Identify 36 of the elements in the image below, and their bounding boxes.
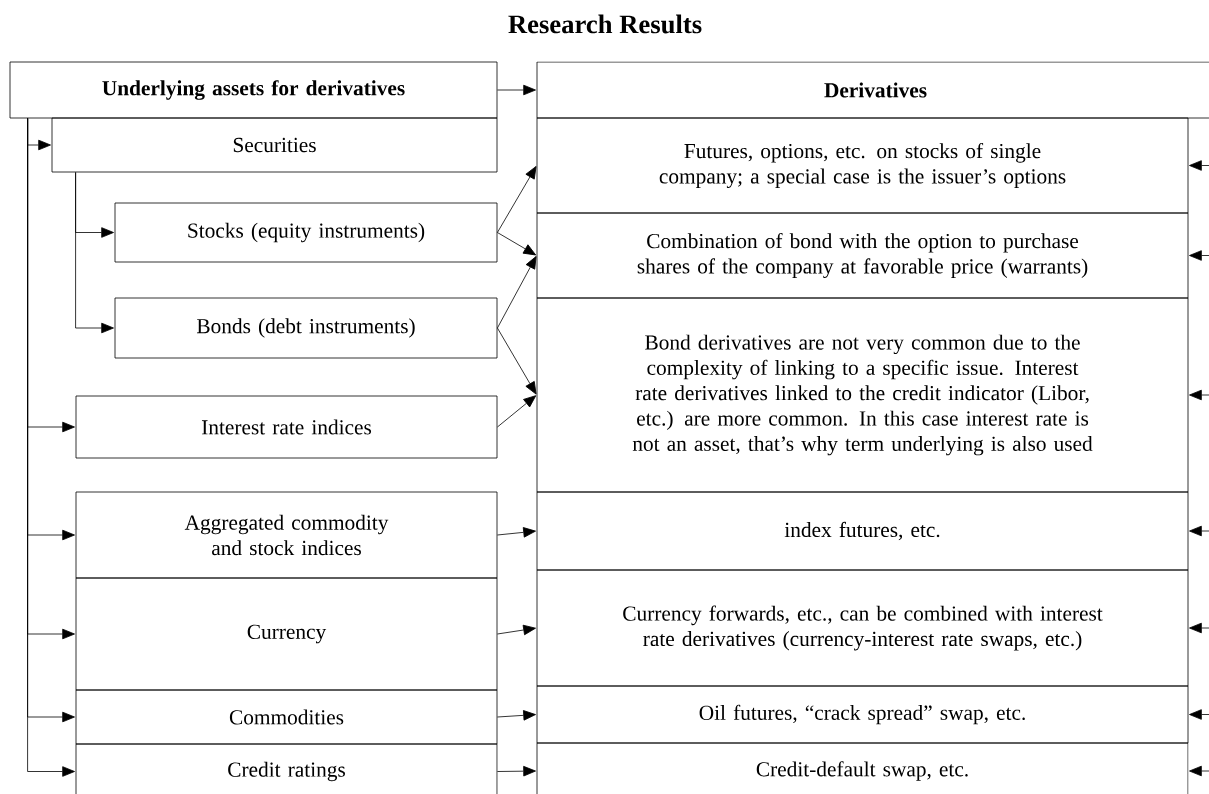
arrow (1189, 765, 1209, 777)
category-box: Credit-default swap, etc. (536, 742, 1189, 794)
category-box: Stocks (equity instruments) (114, 202, 498, 263)
category-box: Currency forwards, etc., can be combined with interest rate derivatives (currency-interest rate swaps, etc.) (536, 569, 1189, 687)
category-box: index futures, etc. (536, 491, 1189, 571)
arrow (497, 232, 537, 256)
arrow (497, 327, 537, 395)
arrow (1189, 160, 1209, 171)
category-box: Securities (51, 117, 498, 173)
arrow (497, 527, 536, 538)
category-box: Futures, options, etc. on stocks of single company; a special case is the issuer’s options (536, 117, 1189, 214)
category-box: Bond derivatives are not very common due to the complexity of linking to a specific issue. Interest rate derivatives linked to the credit indicator (Libor, etc.) are more common. In this case interest rate is not an asset, that’s why term underlying is also used (536, 297, 1189, 493)
category-box: Combination of bond with the option to purchase shares of the company at favorable price (warrants) (536, 212, 1189, 299)
header-box: Underlying assets for derivatives (9, 61, 498, 119)
category-box: Commodities (75, 689, 498, 745)
arrow (75, 172, 114, 334)
arrow (497, 710, 536, 721)
arrow (497, 166, 537, 233)
arrow (1189, 622, 1209, 634)
arrow (1189, 389, 1209, 401)
category-box: Interest rate indices (75, 395, 498, 459)
arrow (497, 395, 537, 428)
category-box: Aggregated commodity and stock indices (75, 491, 498, 579)
arrow (1189, 709, 1209, 720)
arrow (497, 84, 536, 96)
arrow (1189, 250, 1209, 261)
arrow (1189, 525, 1209, 537)
arrow (497, 765, 536, 777)
header-box: Derivatives (536, 61, 1209, 119)
title: Research Results (508, 14, 702, 34)
category-box: Oil futures, “crack spread” swap, etc. (536, 685, 1189, 744)
category-box: Bonds (debt instruments) (114, 297, 498, 359)
arrow (497, 624, 536, 636)
category-box: Credit ratings (75, 743, 498, 794)
arrow (497, 256, 537, 329)
category-box: Currency (75, 577, 498, 691)
